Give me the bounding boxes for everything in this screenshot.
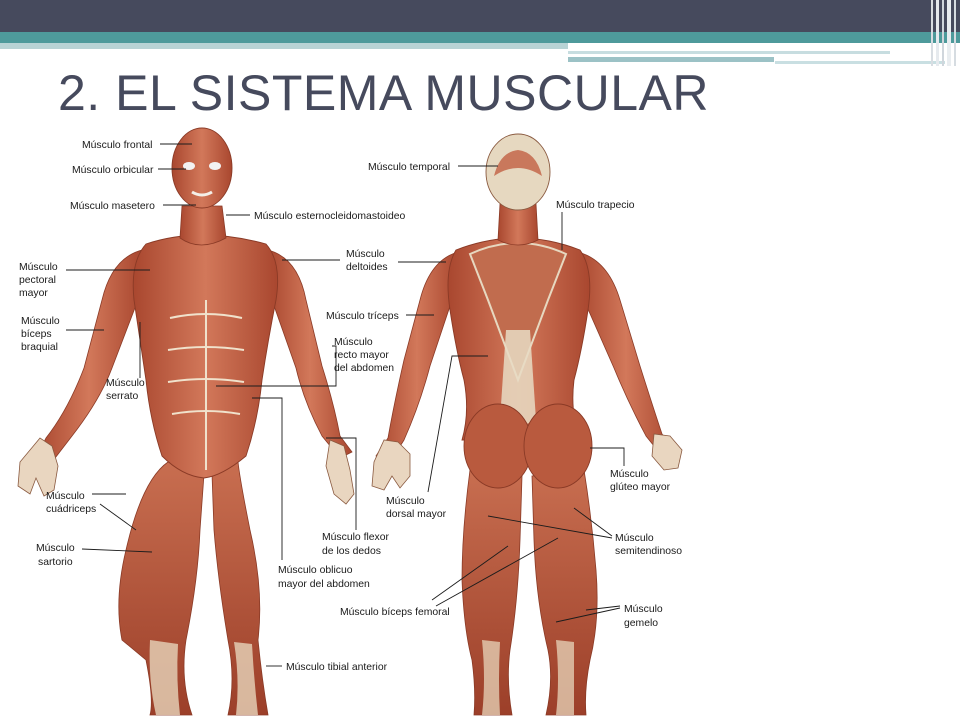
slide-light-band xyxy=(0,43,960,49)
back-spine-fascia xyxy=(500,330,536,425)
label-dorsal-line1: Músculo xyxy=(386,496,425,507)
front-eye xyxy=(183,162,195,170)
back-right-arm xyxy=(577,251,683,471)
back-trapezius xyxy=(468,242,568,383)
label-oblicuo-line1: Músculo oblicuo xyxy=(278,565,353,576)
slide-decor-line xyxy=(568,57,774,62)
label-cuadriceps-line2: cuádriceps xyxy=(46,504,96,515)
label-semitendinoso-line2: semitendinoso xyxy=(615,546,682,557)
slide-title: 2. EL SISTEMA MUSCULAR xyxy=(58,65,709,121)
back-temporal-muscle xyxy=(494,150,542,176)
label-esternocleidomastoideo: Músculo esternocleidomastoideo xyxy=(254,211,406,222)
leader-semitendinoso-1 xyxy=(573,507,613,537)
label-biceps-line3: braquial xyxy=(21,342,58,353)
back-left-leg xyxy=(461,469,523,716)
label-frontal: Músculo frontal xyxy=(82,140,152,151)
label-gemelo-line2: gemelo xyxy=(624,618,658,629)
front-right-leg xyxy=(211,461,269,716)
back-head xyxy=(485,133,551,211)
label-recto-line3: del abdomen xyxy=(334,363,394,374)
label-gluteo-line2: glúteo mayor xyxy=(610,482,671,493)
front-body-figure xyxy=(17,127,355,716)
front-neck xyxy=(179,205,227,246)
leader-lines xyxy=(66,143,625,667)
front-labels: Músculo frontal Músculo orbicular Múscul… xyxy=(19,140,406,673)
label-trapecio: Músculo trapecio xyxy=(556,200,635,211)
leader-biceps-femoral-2 xyxy=(435,537,559,607)
back-neck xyxy=(497,203,539,246)
slide-decor-bar xyxy=(954,0,956,66)
front-teeth xyxy=(191,190,213,197)
label-pectoral-line3: mayor xyxy=(19,288,48,299)
leader-gluteo xyxy=(590,447,625,466)
back-body-figure xyxy=(371,133,683,716)
leader-gemelo-2 xyxy=(555,607,621,623)
slide-decor-line xyxy=(775,61,945,64)
leader-semitendinoso-2 xyxy=(487,515,613,539)
back-gluteus-right xyxy=(523,403,593,489)
label-biceps-line2: bíceps xyxy=(21,329,52,340)
back-left-arm xyxy=(371,251,459,491)
label-cuadriceps-line1: Músculo xyxy=(46,491,85,502)
label-pectoral-line1: Músculo xyxy=(19,262,58,273)
front-head xyxy=(171,127,233,209)
leader-flexor xyxy=(326,437,357,530)
label-sartorio-line2: sartorio xyxy=(38,557,73,568)
label-flexor-line1: Músculo flexor xyxy=(322,532,390,543)
label-serrato-line1: Músculo xyxy=(106,378,145,389)
back-right-leg xyxy=(531,469,598,716)
label-serrato-line2: serrato xyxy=(106,391,139,402)
slide-decor-bar xyxy=(931,0,933,66)
leader-gemelo-1 xyxy=(585,605,621,611)
label-sartorio-line1: Músculo xyxy=(36,543,75,554)
slide-accent-band xyxy=(0,32,960,43)
label-biceps-femoral: Músculo bíceps femoral xyxy=(340,607,450,618)
label-triceps: Músculo tríceps xyxy=(326,311,399,322)
label-biceps-line1: Músculo xyxy=(21,316,60,327)
leader-sartorio xyxy=(81,548,153,553)
label-tibial: Músculo tibial anterior xyxy=(286,662,388,673)
back-labels: Músculo temporal Músculo trapecio Múscul… xyxy=(326,162,682,629)
label-pectoral-line2: pectoral xyxy=(19,275,56,286)
front-abdominal-grid xyxy=(167,300,245,470)
front-left-arm xyxy=(17,249,143,497)
label-temporal: Músculo temporal xyxy=(368,162,450,173)
leader-cuadriceps-2 xyxy=(99,503,137,531)
label-dorsal-line2: dorsal mayor xyxy=(386,509,447,520)
leader-biceps-femoral-1 xyxy=(431,545,509,601)
label-masetero: Músculo masetero xyxy=(70,201,155,212)
front-left-leg xyxy=(118,461,205,716)
label-gluteo-line1: Músculo xyxy=(610,469,649,480)
slide-decor-bar xyxy=(947,0,951,66)
label-oblicuo-line2: mayor del abdomen xyxy=(278,579,370,590)
label-flexor-line2: de los dedos xyxy=(322,546,381,557)
slide-top-bar xyxy=(0,0,960,32)
slide-band-gap xyxy=(568,43,960,51)
leader-dorsal xyxy=(427,355,488,493)
label-recto-line2: recto mayor xyxy=(334,350,389,361)
slide-decor-bar xyxy=(936,0,939,66)
label-deltoides-line2: deltoides xyxy=(346,262,388,273)
label-semitendinoso-line1: Músculo xyxy=(615,533,654,544)
front-eye xyxy=(209,162,221,170)
front-right-arm xyxy=(267,249,355,505)
slide-decor-bar xyxy=(942,0,944,66)
leader-recto xyxy=(216,345,337,387)
label-recto-line1: Músculo xyxy=(334,337,373,348)
label-deltoides-line1: Músculo xyxy=(346,249,385,260)
label-gemelo-line1: Músculo xyxy=(624,604,663,615)
back-gluteus-left xyxy=(463,403,533,489)
label-orbicular: Músculo orbicular xyxy=(72,165,154,176)
slide-decor-line xyxy=(568,51,890,54)
leader-oblicuo xyxy=(252,397,283,560)
